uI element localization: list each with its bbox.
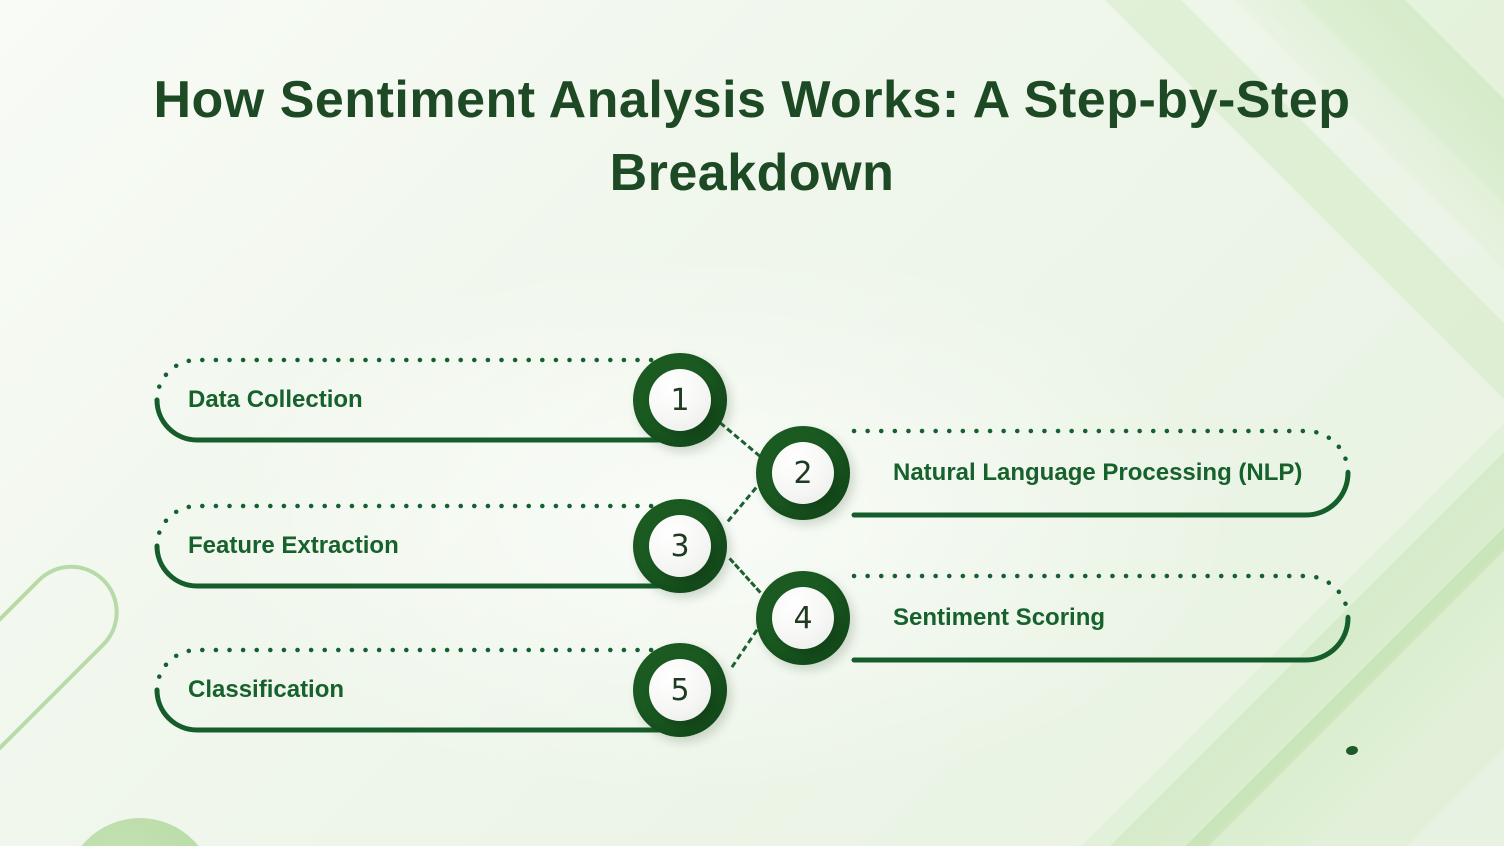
step-number-circle: 4 [772,587,834,649]
step-number: 3 [670,528,690,564]
step-number: 4 [793,600,813,636]
step-number: 1 [670,382,690,418]
connector-step2-step3 [726,486,758,523]
pill-outline [154,647,698,733]
capsule-outline-decoration [0,545,139,846]
corner-circle-decoration [65,818,215,846]
step-label: Classification [188,675,345,703]
step-3-pill: Feature Extraction 3 [150,499,728,593]
pill-outline [851,573,1351,663]
step-label: Sentiment Scoring [893,603,1106,631]
stripe-decoration-bottom-right [1017,237,1504,846]
pill-outline [154,357,698,443]
step-4-badge: 4 [756,571,850,665]
page-title: How Sentiment Analysis Works: A Step-by-… [153,71,1351,202]
step-number-circle: 1 [649,369,711,431]
step-4-pill: Sentiment Scoring 4 [756,570,1357,666]
pill-outline [851,428,1351,518]
dot-decoration [1345,745,1359,756]
step-5-pill: Classification 5 [150,643,728,737]
step-number: 5 [670,672,690,708]
step-1-badge: 1 [633,353,727,447]
step-number-circle: 2 [772,442,834,504]
step-label: Feature Extraction [188,531,399,559]
step-number-circle: 5 [649,659,711,721]
step-5-badge: 5 [633,643,727,737]
step-label: Data Collection [188,385,363,413]
step-2-pill: Natural Language Processing (NLP) 2 [756,425,1357,521]
step-label: Natural Language Processing (NLP) [893,458,1303,486]
step-number-circle: 3 [649,515,711,577]
step-1-pill: Data Collection 1 [150,353,728,447]
step-3-badge: 3 [633,499,727,593]
connector-step4-step5 [730,629,759,668]
pill-outline [154,503,698,589]
step-number: 2 [793,455,813,491]
step-2-badge: 2 [756,426,850,520]
